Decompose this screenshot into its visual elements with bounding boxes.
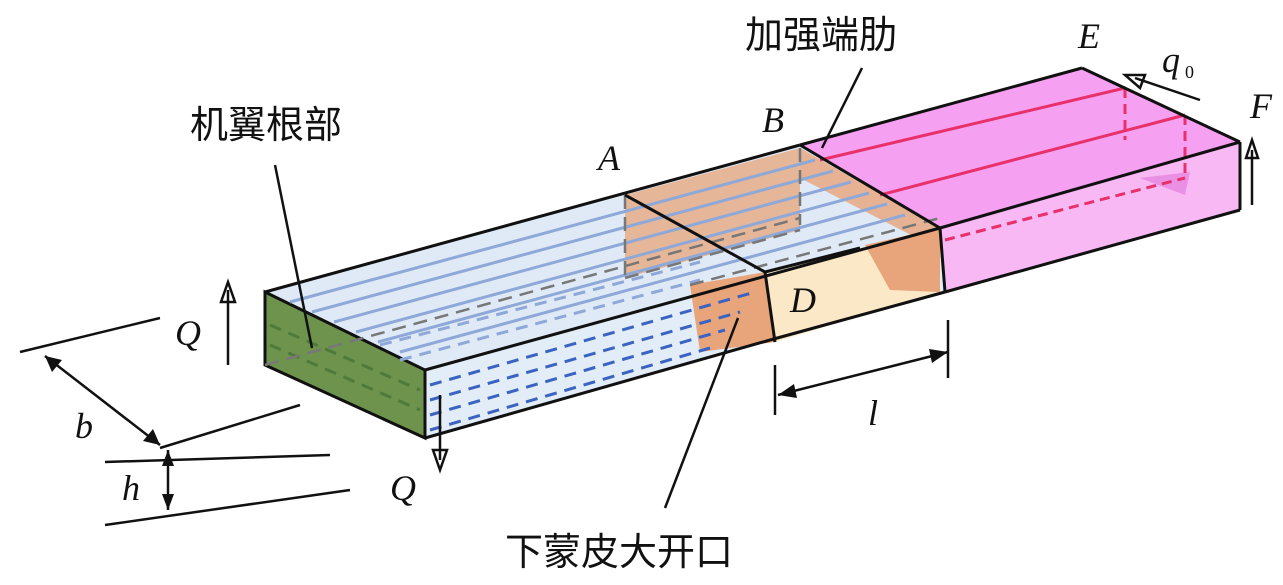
- force-q0-arrow: [1121, 73, 1201, 102]
- symbol-q0: q: [1162, 40, 1180, 80]
- force-f-arrow: [1244, 136, 1260, 205]
- rib-plate-a: [625, 148, 800, 278]
- tip-red-line-2: [879, 113, 1186, 197]
- top-stringers: [289, 158, 906, 354]
- force-q-top-arrow: [219, 278, 237, 365]
- point-e: E: [1077, 16, 1100, 56]
- symbol-q0-subscript: 0: [1185, 62, 1194, 82]
- leader-end-rib: [820, 67, 864, 149]
- point-a: A: [596, 138, 621, 178]
- tip-red-line-1: [819, 86, 1126, 162]
- symbol-q-top: Q: [175, 313, 201, 353]
- label-end-rib: 加强端肋: [745, 13, 897, 57]
- rib-plate-c: [800, 148, 940, 250]
- dimension-arrowheads: [45, 349, 948, 510]
- point-d: D: [789, 280, 816, 320]
- point-f: F: [1249, 86, 1273, 126]
- hidden-stringers: [379, 260, 701, 362]
- tip-red-dash-3: [944, 176, 1186, 242]
- label-wing-root: 机翼根部: [190, 103, 342, 147]
- symbol-b: b: [75, 406, 93, 446]
- symbol-l: l: [868, 393, 878, 433]
- force-q-bottom-arrow: [431, 395, 449, 474]
- symbol-h: h: [122, 468, 140, 508]
- bottom-stringers: [429, 290, 756, 432]
- leader-wing-root: [273, 164, 314, 349]
- label-cutout: 下蒙皮大开口: [505, 530, 733, 574]
- point-b: B: [762, 100, 784, 140]
- symbol-q-bottom: Q: [390, 468, 416, 508]
- leader-cutout: [663, 317, 740, 509]
- box-outline: [264, 66, 1242, 440]
